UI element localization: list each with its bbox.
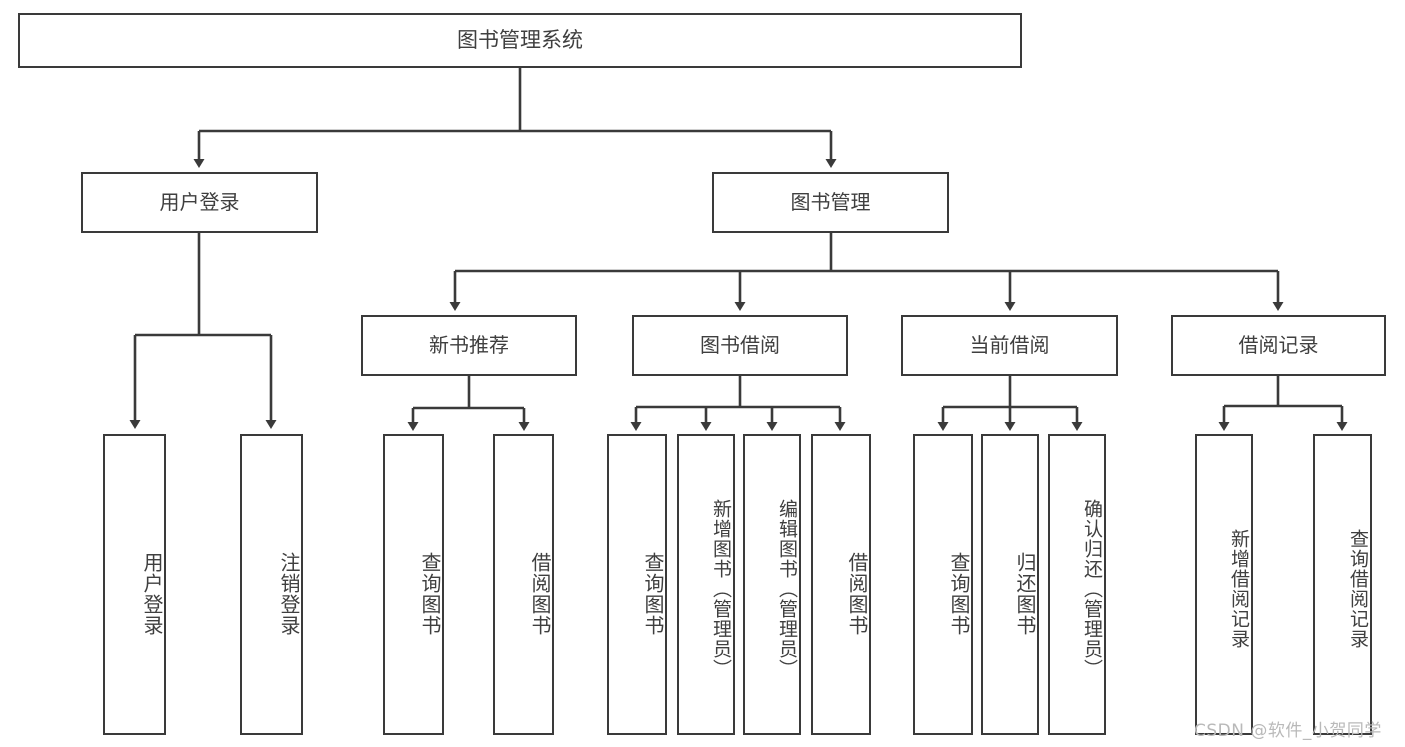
leaf-add-borrow-record[interactable]: 新增借阅记录	[1195, 434, 1253, 735]
leaf-borrow-book-recommend[interactable]: 借阅图书	[493, 434, 554, 735]
leaf-user-login[interactable]: 用户登录	[103, 434, 166, 735]
node-book-management[interactable]: 图书管理	[712, 172, 949, 233]
node-borrow-record[interactable]: 借阅记录	[1171, 315, 1386, 376]
node-new-book-recommend[interactable]: 新书推荐	[361, 315, 577, 376]
leaf-query-book-current[interactable]: 查询图书	[913, 434, 973, 735]
node-user-login[interactable]: 用户登录	[81, 172, 318, 233]
leaf-borrow-book[interactable]: 借阅图书	[811, 434, 871, 735]
leaf-edit-book-admin[interactable]: 编辑图书（管理员）	[743, 434, 801, 735]
leaf-add-book-admin[interactable]: 新增图书（管理员）	[677, 434, 735, 735]
leaf-logout[interactable]: 注销登录	[240, 434, 303, 735]
csdn-watermark: CSDN @软件_小贺同学	[1194, 721, 1382, 741]
leaf-return-book[interactable]: 归还图书	[981, 434, 1039, 735]
node-current-borrow[interactable]: 当前借阅	[901, 315, 1118, 376]
leaf-query-book-borrow[interactable]: 查询图书	[607, 434, 667, 735]
leaf-confirm-return-admin[interactable]: 确认归还（管理员）	[1048, 434, 1106, 735]
leaf-query-book-recommend[interactable]: 查询图书	[383, 434, 444, 735]
node-book-borrow[interactable]: 图书借阅	[632, 315, 848, 376]
node-root[interactable]: 图书管理系统	[18, 13, 1022, 68]
leaf-query-borrow-record[interactable]: 查询借阅记录	[1313, 434, 1372, 735]
